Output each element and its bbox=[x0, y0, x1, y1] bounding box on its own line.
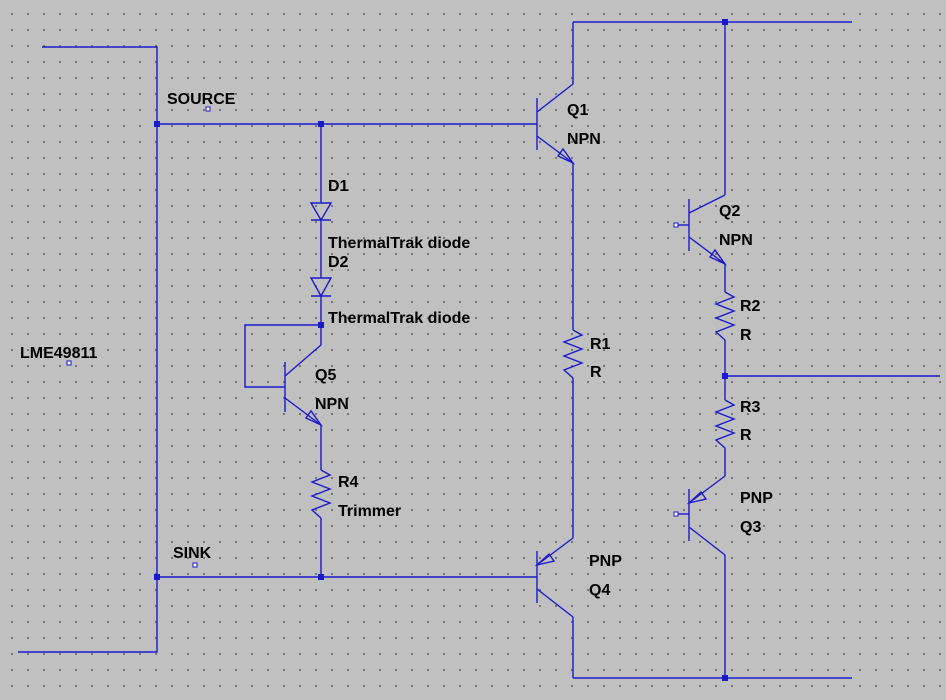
diode-d1[interactable] bbox=[309, 202, 333, 222]
junction-dot bbox=[318, 322, 324, 328]
transistor-q1[interactable] bbox=[536, 83, 576, 165]
q2-ref-label: Q2 bbox=[719, 203, 741, 220]
transistor-q5[interactable] bbox=[284, 344, 324, 427]
r4-value-label: Trimmer bbox=[338, 503, 402, 520]
sink-net-label: SINK bbox=[173, 545, 212, 562]
junction-dot bbox=[154, 121, 160, 127]
junction-dot bbox=[722, 675, 728, 681]
diode-d2[interactable] bbox=[309, 277, 333, 298]
d2-model-label: ThermalTrak diode bbox=[328, 310, 471, 327]
r1-ref-label: R1 bbox=[590, 336, 611, 353]
q5-feedback-wire bbox=[244, 324, 321, 388]
transistor-q4[interactable] bbox=[534, 537, 574, 618]
ic-label: LME49811 bbox=[20, 345, 98, 362]
sink-label-pin bbox=[192, 562, 198, 568]
q1-model-label: NPN bbox=[567, 131, 601, 148]
junction-dot bbox=[722, 19, 728, 25]
transistor-q3[interactable] bbox=[686, 475, 726, 556]
r4-ref-label: R4 bbox=[338, 474, 359, 491]
source-label-pin bbox=[205, 106, 211, 112]
r3-ref-label: R3 bbox=[740, 399, 761, 416]
q2-base-pin bbox=[673, 222, 679, 228]
q4-ref-label: Q4 bbox=[589, 582, 611, 599]
q3-model-label: PNP bbox=[740, 490, 773, 507]
junction-dot bbox=[318, 121, 324, 127]
r2-ref-label: R2 bbox=[740, 298, 761, 315]
d1-model-label: ThermalTrak diode bbox=[328, 235, 471, 252]
resistor-r3[interactable] bbox=[714, 399, 736, 449]
d1-ref-label: D1 bbox=[328, 178, 349, 195]
q3-ref-label: Q3 bbox=[740, 519, 762, 536]
q2-model-label: NPN bbox=[719, 232, 753, 249]
q1-ref-label: Q1 bbox=[567, 102, 589, 119]
junction-dot bbox=[318, 574, 324, 580]
r2-value-label: R bbox=[740, 327, 752, 344]
resistor-r1[interactable] bbox=[562, 329, 584, 379]
r1-value-label: R bbox=[590, 364, 602, 381]
resistor-r4[interactable] bbox=[310, 469, 332, 519]
r3-value-label: R bbox=[740, 427, 752, 444]
q5-ref-label: Q5 bbox=[315, 367, 337, 384]
junction-dot bbox=[722, 373, 728, 379]
q4-model-label: PNP bbox=[589, 553, 622, 570]
q5-model-label: NPN bbox=[315, 396, 349, 413]
q3-base-pin bbox=[673, 511, 679, 517]
d2-ref-label: D2 bbox=[328, 254, 349, 271]
source-net-label: SOURCE bbox=[167, 91, 236, 108]
junction-dot bbox=[154, 574, 160, 580]
ic-boundary-wire bbox=[18, 46, 158, 653]
resistor-r2[interactable] bbox=[714, 291, 736, 341]
ic-label-pin bbox=[66, 360, 72, 366]
